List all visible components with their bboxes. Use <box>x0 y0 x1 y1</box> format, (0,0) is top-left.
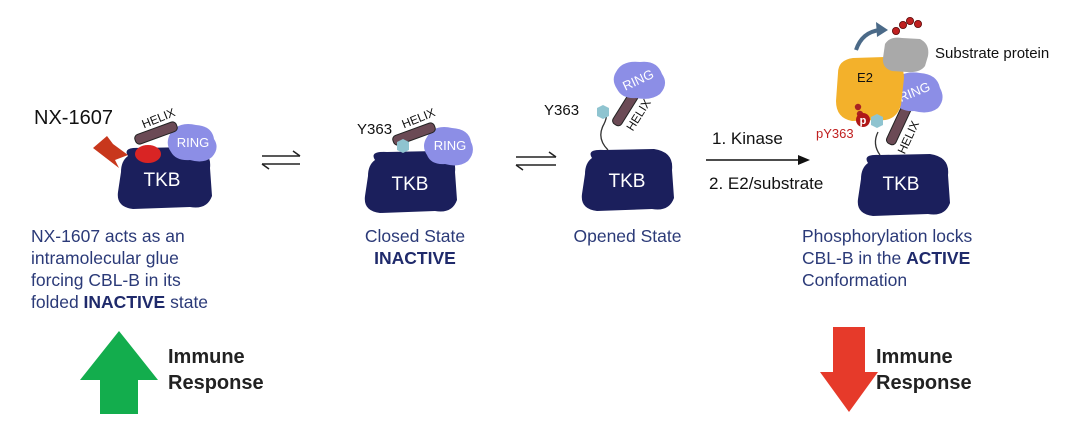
substrate-label: Substrate protein <box>935 45 1049 62</box>
tkb-domain-3 <box>581 149 674 211</box>
glue-caption-line2: intramolecular glue <box>31 248 179 268</box>
immune-down-line2: Response <box>876 372 972 394</box>
opened-caption-line1: Opened State <box>573 226 682 246</box>
tkb-label-4: TKB <box>883 174 920 195</box>
substrate-protein <box>882 37 929 73</box>
glue-caption: NX-1607 acts as an intramolecular glue f… <box>31 225 291 313</box>
active-caption: Phosphorylation locks CBL-B in the ACTIV… <box>802 225 1042 291</box>
step-kinase-label: 1. Kinase <box>712 129 783 148</box>
equilibrium-arrows-2 <box>515 151 557 171</box>
active-caption-line1: Phosphorylation locks <box>802 226 973 246</box>
glue-caption-inactive: INACTIVE <box>83 292 166 312</box>
active-caption-line2: CBL-B in the ACTIVE <box>802 247 1042 269</box>
activation-arrow-head <box>798 155 810 165</box>
tkb-label-2: TKB <box>392 174 429 195</box>
state-opened: TKB HELIX RING Y363 <box>544 61 674 211</box>
ring-label-2: RING <box>434 138 467 153</box>
tkb-domain-4 <box>857 154 950 216</box>
y363-label-2: Y363 <box>357 121 392 138</box>
tkb-domain-1 <box>117 147 212 209</box>
glue-caption-line3: forcing CBL-B in its <box>31 270 181 290</box>
glue-caption-line4-pre: folded <box>31 292 84 312</box>
drug-blob <box>135 145 161 163</box>
y363-hexagon-4 <box>871 114 883 128</box>
glue-caption-line4: folded INACTIVE state <box>31 291 291 313</box>
immune-down-arrow <box>820 327 878 412</box>
ubiquitin-chain <box>892 16 923 35</box>
activation-step: 1. Kinase 2. E2/substrate <box>706 129 823 193</box>
e2-domain <box>836 57 904 121</box>
phospho-label: p <box>860 115 867 127</box>
active-caption-active: ACTIVE <box>906 248 971 268</box>
phospho-circle <box>856 113 870 127</box>
y363-hexagon-2 <box>397 139 409 153</box>
tkb-label-1: TKB <box>144 170 181 191</box>
state-active: TKB HELIX RING E2 Substrate protein p pY… <box>816 16 1049 216</box>
ring-domain-4 <box>890 72 943 113</box>
tkb-label-3: TKB <box>609 171 646 192</box>
step-e2-label: 2. E2/substrate <box>709 174 823 193</box>
ring-domain-2 <box>424 127 473 166</box>
py363-label: pY363 <box>816 126 854 141</box>
e2-dot-1 <box>854 103 862 111</box>
y363-label-3: Y363 <box>544 102 579 119</box>
y363-hexagon-3 <box>597 105 609 119</box>
active-caption-line3: Conformation <box>802 270 908 290</box>
immune-response-up-label: Immune Response <box>168 344 264 396</box>
state-glue-bound: TKB RING HELIX NX-1607 <box>34 105 217 209</box>
tkb-domain-2 <box>364 151 457 213</box>
closed-caption: Closed State INACTIVE <box>340 225 490 269</box>
immune-up-line2: Response <box>168 372 264 394</box>
ring-domain-3 <box>613 61 666 99</box>
equilibrium-arrows-1 <box>261 150 301 170</box>
drug-label: NX-1607 <box>34 107 113 129</box>
immune-down-line1: Immune <box>876 346 953 368</box>
immune-response-down-label: Immune Response <box>876 344 972 396</box>
glue-caption-line4-post: state <box>165 292 209 312</box>
transfer-arrow <box>854 28 881 51</box>
closed-caption-inactive: INACTIVE <box>374 248 456 268</box>
active-caption-line2-pre: CBL-B in the <box>802 248 907 268</box>
opened-caption: Opened State <box>550 225 705 247</box>
transfer-arrow-head <box>876 22 888 37</box>
ring-label-1: RING <box>177 135 210 150</box>
drug-pointer-arrow <box>93 136 128 168</box>
ring-domain-1 <box>167 124 217 162</box>
immune-up-arrow <box>80 331 158 414</box>
helix-1 <box>134 121 178 145</box>
e2-label: E2 <box>857 70 873 85</box>
closed-caption-line1: Closed State <box>364 226 466 246</box>
linker-4 <box>874 131 881 156</box>
immune-up-line1: Immune <box>168 346 245 368</box>
glue-caption-line1: NX-1607 acts as an <box>31 226 185 246</box>
state-closed: TKB RING HELIX Y363 <box>357 105 473 213</box>
